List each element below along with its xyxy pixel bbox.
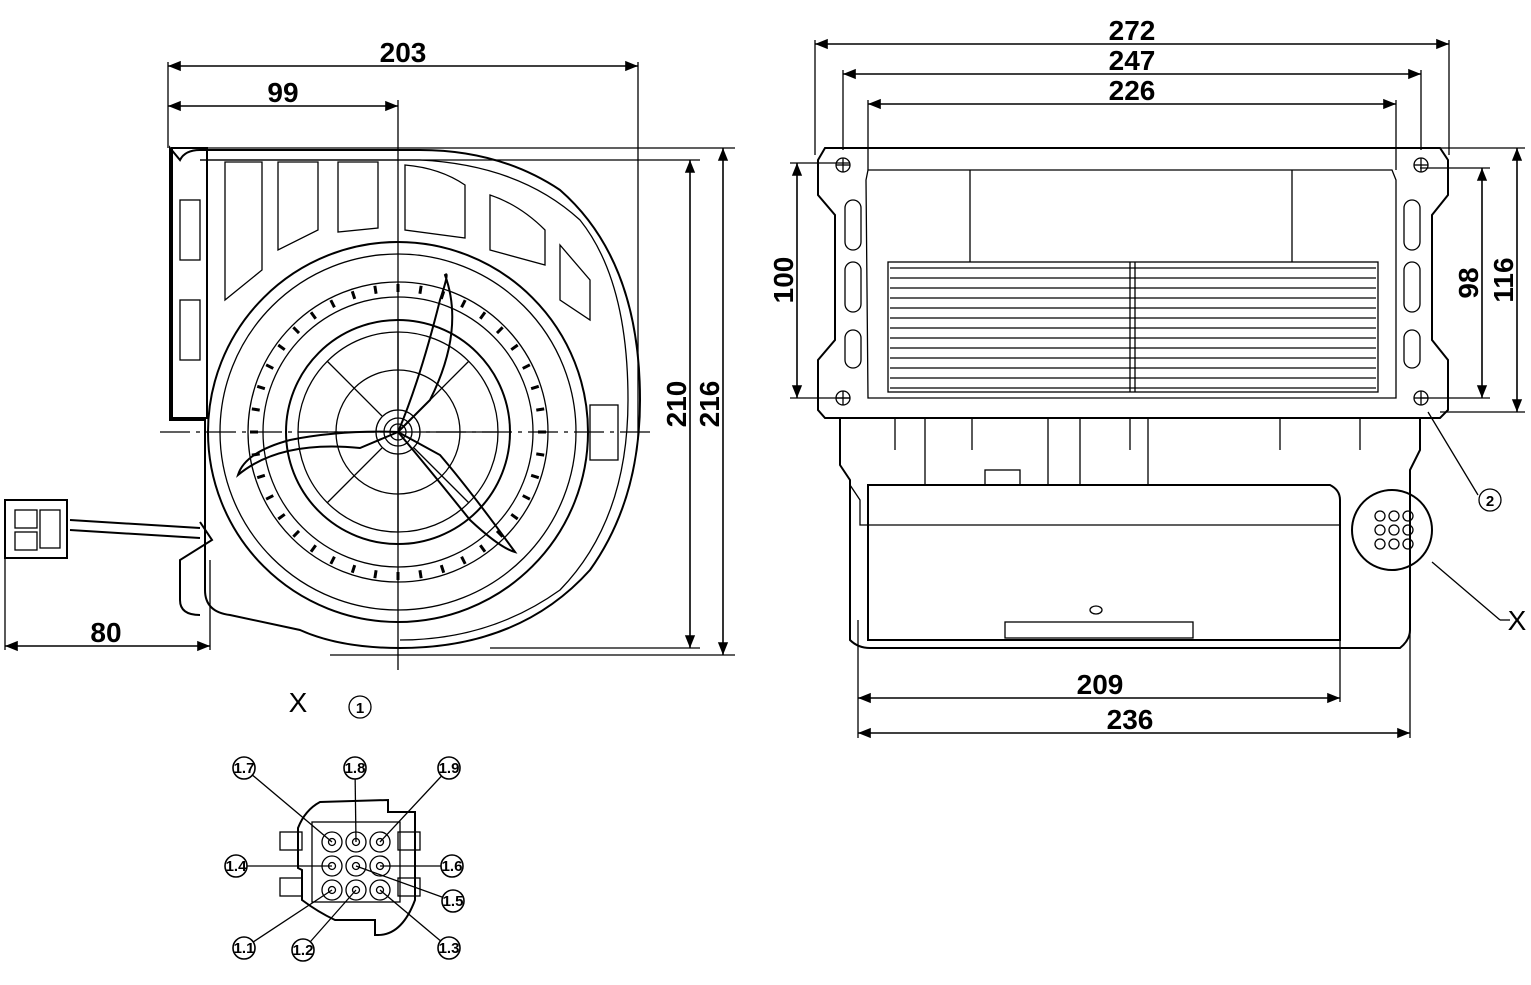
dim-80: 80 (90, 617, 121, 648)
dim-100: 100 (768, 257, 799, 304)
dim-272: 272 (1109, 15, 1156, 46)
connector-detail (279, 798, 421, 936)
pin-callout-label: 1.6 (442, 858, 463, 875)
pin-callout-circle (232, 936, 256, 960)
pin-callout-circle (441, 889, 465, 913)
pin-callout-label: 1.8 (345, 760, 366, 777)
pin-callout-circle (291, 938, 315, 962)
connector-pin-grid (321, 831, 391, 901)
pin-callout-label: 1.5 (443, 893, 464, 910)
pin-callout-circle (224, 854, 248, 878)
pin-callout-label: 1.2 (293, 942, 314, 959)
callout-1-label: 1 (356, 700, 364, 717)
pin-callout-label: 1.4 (226, 858, 248, 875)
dim-203: 203 (380, 37, 427, 68)
side-view (790, 38, 1525, 739)
detail-x-label: X (289, 687, 308, 718)
pin-callout-label: 1.7 (234, 760, 255, 777)
dim-209: 209 (1077, 669, 1124, 700)
connector-detail-circle (1351, 489, 1433, 571)
dim-116: 116 (1488, 257, 1519, 302)
pin-callout-circle (440, 854, 464, 878)
pin-callout-label: 1.9 (439, 760, 460, 777)
dim-99: 99 (267, 77, 298, 108)
dim-226: 226 (1109, 75, 1156, 106)
pin-callout-label: 1.1 (234, 940, 255, 957)
callout-2-label: 2 (1486, 493, 1494, 510)
front-view (4, 60, 735, 670)
pin-callout-circle (232, 756, 256, 780)
mini-connector-pins (1374, 510, 1414, 550)
dim-247: 247 (1109, 45, 1156, 76)
pin-callout-circle (437, 936, 461, 960)
pin-callout-label: 1.3 (439, 940, 460, 957)
impeller-blades (890, 267, 1376, 389)
dim-98: 98 (1453, 267, 1484, 298)
callout-2-circle (1478, 488, 1502, 512)
pin-callout-circle (437, 756, 461, 780)
pin-callout-circle (343, 756, 367, 780)
callout-1-circle (348, 695, 372, 719)
dim-210: 210 (661, 381, 692, 428)
connector-plug (4, 499, 68, 559)
dim-236: 236 (1107, 704, 1154, 735)
view-x-marker: X (1508, 605, 1527, 636)
pin-callouts: 1.7 1.8 1.9 1.4 1.6 1.5 1.1 1.2 1.3 (224, 756, 465, 962)
dim-216: 216 (694, 381, 725, 428)
